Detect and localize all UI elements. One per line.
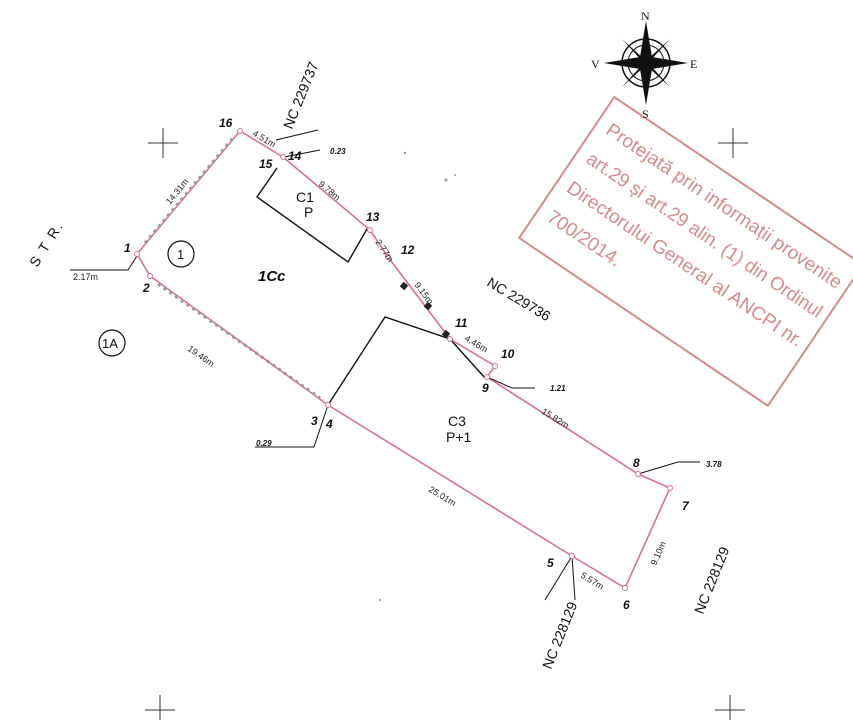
parcel-main-label: 1Cc: [258, 268, 286, 285]
point-11: 11: [455, 316, 468, 330]
stamp-line-1: Protejată prin informații provenite: [602, 120, 846, 294]
neighbor-nc-229736: NC 229736: [484, 274, 553, 324]
dim-11-10: 4.46m: [463, 333, 490, 354]
point-10: 10: [501, 347, 515, 361]
building-c3-name: C3: [448, 413, 466, 429]
point-labels: 1 2 3 4 5 6 7 8 9 10 11 12 13 14 15 16: [124, 116, 690, 612]
point-12: 12: [401, 243, 415, 257]
point-8: 8: [633, 456, 640, 470]
dim-7-6: 9.10m: [649, 540, 668, 567]
offset-8: 3.78: [706, 460, 722, 469]
compass-east: E: [690, 57, 697, 71]
leader-lines: [70, 129, 700, 601]
boundary-markers: [399, 281, 451, 339]
parcel-1-label: 1: [177, 247, 184, 262]
point-7: 7: [682, 499, 690, 513]
dim-9-8: 15.82m: [540, 406, 571, 430]
registration-crosses: [145, 128, 748, 720]
point-3: 3: [311, 414, 318, 428]
offset-4: 0.29: [256, 439, 272, 448]
parcel-1a-circle: [98, 329, 126, 357]
parcel-1a-label: 1A: [102, 336, 118, 351]
dim-14-13: 9.78m: [317, 179, 343, 203]
building-c3-outline: [327, 316, 486, 406]
point-9: 9: [482, 381, 489, 395]
point-4: 4: [325, 417, 333, 431]
point-15: 15: [259, 157, 273, 171]
neighbor-nc-229737: NC 229737: [280, 59, 321, 131]
compass-rose-icon: N S E V: [591, 9, 697, 121]
neighbor-nc-228129-a: NC 228129: [539, 599, 580, 671]
point-14: 14: [288, 149, 302, 163]
neighbor-nc-228129-b: NC 228129: [691, 544, 732, 616]
offset-14: 0.23: [330, 147, 346, 156]
point-16: 16: [219, 116, 233, 130]
offset-values: 0.23 1.21 0.29 3.78: [256, 147, 722, 469]
dim-2-3: 19.46m: [186, 343, 216, 368]
stamp-line-3: Directorului General al ANCPI nr.: [563, 178, 807, 352]
building-c1-name: C1: [296, 189, 314, 205]
point-6: 6: [623, 598, 630, 612]
building-c1-floors: P: [304, 204, 313, 220]
hatched-segments: [143, 137, 321, 400]
dim-1-2: 2.17m: [73, 272, 98, 282]
parcel-vertices: [134, 128, 673, 591]
building-c3-floors: P+1: [446, 429, 472, 445]
point-13: 13: [366, 210, 380, 224]
compass-south: S: [642, 107, 649, 121]
stamp-line-2: art.29 și art.29 alin. (1) din Ordinul: [582, 149, 826, 323]
parcel-1-circle: [167, 240, 195, 268]
dim-13-12: 2.77m: [373, 238, 395, 264]
scan-specks: [379, 151, 456, 601]
building-c1-outline: [256, 167, 368, 264]
compass-north: N: [641, 9, 650, 23]
protection-stamp: Protejată prin informații provenite art.…: [517, 95, 853, 408]
point-2: 2: [142, 281, 150, 295]
point-5: 5: [547, 556, 554, 570]
offset-9: 1.21: [550, 384, 566, 393]
street-label: S T R.: [26, 218, 67, 270]
dim-16-1: 14.31m: [164, 177, 191, 207]
point-1: 1: [124, 241, 131, 255]
compass-west: V: [591, 57, 600, 71]
dim-4-5: 25.01m: [427, 484, 458, 508]
